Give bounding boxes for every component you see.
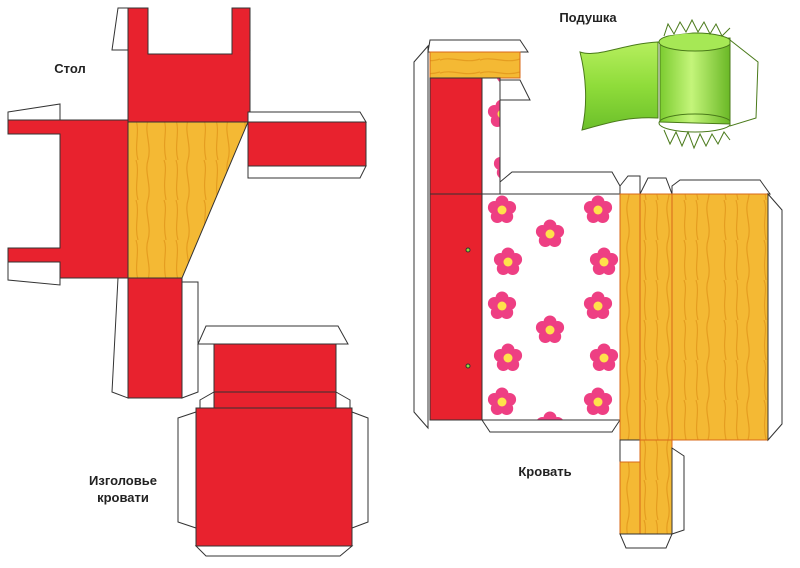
bed-wood-plank-1 — [619, 193, 641, 441]
headboard-panel-top — [213, 343, 337, 393]
headboard-template — [177, 325, 369, 557]
bed-flower-panel-narrow — [481, 77, 501, 195]
table-flap-left-top — [7, 103, 61, 121]
headboard-flap-mid-right — [335, 391, 351, 409]
bed-side-red-lower — [429, 193, 483, 421]
headboard-panel-mid — [213, 391, 337, 409]
pillow-cylinder-top — [658, 32, 732, 52]
pillow-panel-left — [579, 41, 659, 131]
bed-leg-flap-white — [619, 439, 641, 463]
pillow-template — [579, 18, 759, 150]
table-flap-right-bottom — [247, 165, 367, 179]
bed-wood-cap — [429, 51, 521, 79]
bed-flap-notch-2 — [639, 177, 673, 195]
bed-side-red-upper — [429, 77, 483, 195]
headboard-flap-left — [177, 411, 197, 529]
headboard-flap-mid-left — [199, 391, 215, 409]
bed-flap-left — [413, 44, 429, 430]
table-top-wood — [127, 121, 249, 279]
pillow-flap-right — [729, 38, 759, 127]
label-headboard: Изголовье кровати — [89, 473, 157, 505]
bed-wood-plank-2 — [639, 193, 673, 441]
bed-knob-2 — [465, 363, 471, 369]
bed-leg-1 — [619, 461, 641, 535]
pillow-teeth-bottom — [663, 129, 731, 150]
table-flap-left-bottom — [7, 261, 61, 286]
table-flap-right-top — [247, 111, 367, 123]
table-leg-left — [7, 119, 129, 279]
label-pillow: Подушка — [559, 10, 617, 25]
table-template — [7, 7, 367, 399]
bed-flap-top-1 — [427, 39, 529, 53]
bed-wood-plank-3 — [671, 193, 769, 441]
bed-flower-panel-main — [481, 193, 621, 421]
bed-leg-flap-right — [671, 447, 685, 535]
table-flap-top-left — [111, 7, 129, 51]
bed-flap-mid-top — [499, 171, 621, 195]
table-leg-top — [127, 7, 251, 123]
table-flap-bottom-left — [111, 277, 129, 399]
bed-flap-notch-3 — [671, 179, 771, 195]
headboard-flap-bottom — [194, 545, 354, 557]
label-bed: Кровать — [518, 464, 572, 479]
bed-template — [413, 39, 783, 549]
bed-knob-1 — [465, 247, 471, 253]
pillow-teeth-top — [663, 18, 731, 37]
bed-flap-mid-bottom — [481, 419, 621, 433]
headboard-flap-top — [197, 325, 349, 345]
table-flap-bottom-right — [181, 281, 199, 399]
bed-leg-2 — [639, 439, 673, 535]
headboard-flap-right — [351, 411, 369, 529]
table-leg-bottom — [127, 277, 183, 399]
table-leg-right — [247, 121, 367, 167]
bed-leg-flap-bottom — [619, 533, 673, 549]
headboard-panel-main — [195, 407, 353, 547]
bed-flap-right — [767, 192, 783, 442]
bed-flap-notch-1 — [619, 175, 641, 195]
label-table: Стол — [54, 61, 86, 76]
